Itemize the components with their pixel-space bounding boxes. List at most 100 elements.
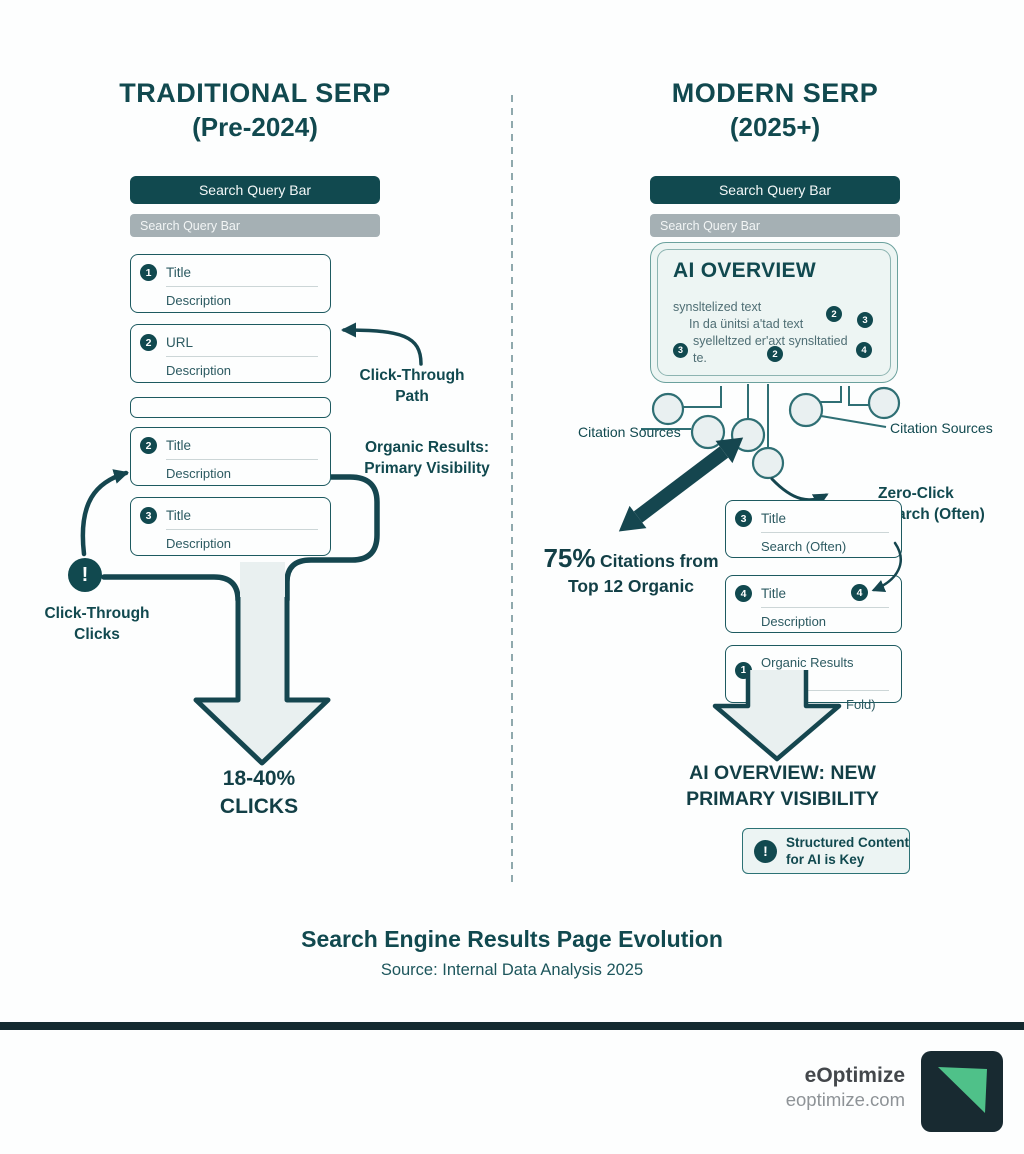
search-query-bar-left: Search Query Bar (130, 176, 380, 204)
brand-name: eOptimize (804, 1064, 905, 1087)
citations-stat-percent: 75% (543, 543, 596, 573)
ai-overview-text: synsltelized text In da ünitsi a'tad tex… (673, 299, 863, 367)
citations-stat: 75% Citations from Top 12 Organic (516, 543, 746, 597)
search-query-bar-right-label: Search Query Bar (718, 182, 832, 198)
citation-node (730, 417, 766, 453)
brand-block: eOptimize eoptimize.com (660, 1063, 905, 1111)
brand-website: eoptimize.com (785, 1089, 905, 1110)
result-description: Description (166, 363, 232, 378)
citation-node (690, 414, 726, 450)
clicks-stat-line1: 18-40% (222, 767, 296, 790)
result-badge: 4 (735, 585, 752, 602)
click-through-clicks-arrow (80, 469, 129, 557)
clicks-stat: 18-40% CLICKS (183, 765, 335, 821)
citations-stat-text: Citations from (599, 551, 719, 571)
traditional-serp-title-line1: TRADITIONAL SERP (119, 78, 391, 108)
result-divider (166, 356, 318, 357)
funnel-bracket-left (101, 574, 241, 603)
click-through-path-line1: Click-Through (359, 367, 465, 384)
empty-result-bar (130, 397, 331, 418)
structured-content-note: ! Structured Content for AI is Key (742, 828, 910, 874)
result-title: Organic Results (Below (761, 655, 854, 685)
modern-serp-title-line1: MODERN SERP (671, 78, 879, 108)
result-description: Description (761, 614, 827, 629)
result-divider (166, 459, 318, 460)
organic-results-label: Organic Results: Primary Visibility (356, 438, 498, 479)
funnel-shaft-fill (240, 562, 285, 602)
organic-results-line2: Primary Visibility (364, 459, 490, 477)
ai-citation-badge: 4 (856, 342, 872, 358)
traditional-serp-title: TRADITIONAL SERP (Pre-2024) (80, 76, 430, 144)
result-description: Description (166, 466, 232, 481)
structured-content-line1: Structured Content (786, 835, 909, 850)
clicks-stat-line2: CLICKS (219, 795, 299, 818)
citation-sources-label-left: Citation Sources (578, 424, 681, 440)
ai-overview-title: AI OVERVIEW (673, 259, 816, 282)
result-description: Search (Often) (761, 539, 847, 554)
modern-serp-title: MODERN SERP (2025+) (600, 76, 950, 144)
result-badge: 3 (140, 507, 157, 524)
ai-overview-line2: In da ünitsi a'tad text (689, 317, 804, 331)
click-through-path-arrow (341, 322, 423, 366)
search-query-ghost-bar-right-label: Search Query Bar (660, 218, 761, 233)
ai-citation-badge: 2 (767, 346, 783, 362)
zero-click-arrow (770, 477, 829, 508)
caption-title: Search Engine Results Page Evolution (301, 926, 723, 952)
result-title: Title (761, 586, 787, 601)
ai-new-visibility-label: AI OVERVIEW: NEW PRIMARY VISIBILITY (650, 760, 915, 812)
result-title: URL (166, 335, 194, 350)
result-badge-right: 4 (851, 584, 868, 601)
ai-overview-line1: synsltelized text (673, 300, 762, 314)
modern-result-card-2: 4 Title 4 Description (725, 575, 902, 633)
result-card-3: 3 Title Description (130, 497, 331, 556)
zero-click-line2: Search (Often) (878, 506, 985, 523)
result-badge: 1 (140, 264, 157, 281)
search-query-ghost-bar-left: Search Query Bar (130, 214, 380, 237)
ai-citation-badge: 3 (857, 312, 873, 328)
click-through-path-label: Click-Through Path (352, 366, 472, 407)
note-warning-icon: ! (754, 839, 777, 863)
footer-divider-rule (0, 1022, 1024, 1030)
citation-node (788, 392, 824, 428)
organic-results-line1: Organic Results: (364, 439, 490, 456)
click-through-clicks-label: Click-Through Clicks (38, 604, 156, 645)
result-divider (761, 607, 889, 608)
ai-overview-box: AI OVERVIEW synsltelized text In da ünit… (650, 242, 898, 383)
citations-stat-line2: Top 12 Organic (567, 576, 695, 596)
result-card-1: 1 Title Description (130, 254, 331, 313)
caption-source: Source: Internal Data Analysis 2025 (380, 961, 644, 979)
result-title: Title (761, 511, 787, 526)
result-divider (166, 286, 318, 287)
clicks-down-arrow (193, 597, 331, 766)
click-through-path-line2: Path (395, 387, 429, 405)
citation-node (651, 392, 685, 426)
result-card-url: 2 URL Description (130, 324, 331, 383)
click-through-clicks-line2: Clicks (74, 625, 120, 643)
citation-node (751, 446, 785, 480)
result-badge: 1 (735, 661, 752, 679)
result-description: Fold) (846, 697, 876, 712)
note-warning-glyph: ! (763, 843, 768, 859)
search-query-bar-left-label: Search Query Bar (198, 182, 312, 198)
ai-overview-inner-frame (657, 249, 891, 376)
warning-icon: ! (68, 558, 102, 592)
ai-new-visibility-line2: PRIMARY VISIBILITY (686, 788, 879, 810)
ai-citation-badge: 2 (826, 306, 842, 322)
modern-result-card-1: 3 Title Search (Often) (725, 500, 902, 558)
ai-overview-line3: syelleltzed er'axt synsltatied te. (693, 334, 848, 365)
result-title: Title (166, 265, 192, 280)
ai-citation-badge: 3 (673, 342, 688, 358)
ai-new-visibility-line1: AI OVERVIEW: NEW (689, 762, 876, 784)
citation-nodes (651, 386, 901, 480)
search-query-ghost-bar-right: Search Query Bar (650, 214, 900, 237)
result-badge: 2 (140, 437, 157, 454)
traditional-serp-title-line2: (Pre-2024) (192, 112, 318, 142)
search-query-ghost-bar-left-label: Search Query Bar (140, 218, 241, 233)
citation-node (867, 386, 901, 420)
result-card-2: 2 Title Description (130, 427, 331, 486)
result-description: Description (166, 536, 232, 551)
search-query-bar-right: Search Query Bar (650, 176, 900, 204)
zero-click-line1: Zero-Click (878, 485, 954, 502)
warning-icon-glyph: ! (81, 563, 89, 586)
